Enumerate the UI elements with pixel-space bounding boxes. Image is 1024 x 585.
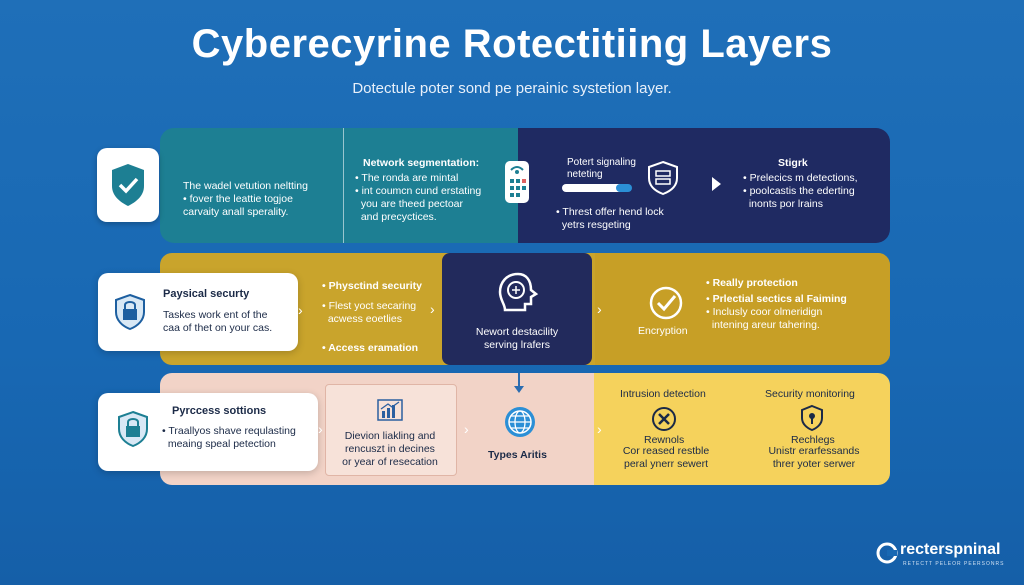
shield-icon-card (97, 148, 159, 222)
types-label: Types Aritis (488, 449, 547, 461)
page-title: Cyberecyrine Rotectitiing Layers (191, 22, 833, 66)
page-subtitle: Dotectule poter sond pe perainic systeti… (352, 80, 672, 97)
checkmark-circle-icon (649, 286, 683, 320)
arrow-down-icon (514, 373, 524, 393)
intrusion-sub: Rewnols (644, 434, 685, 446)
intrusion-text: Cor reased restble peral ynerr sewert (622, 445, 710, 470)
encryption-label: Encryption (638, 325, 688, 337)
chevron-right-icon: › (464, 421, 469, 437)
head-lock-icon (498, 272, 539, 312)
shield-keyhole-icon (801, 404, 823, 432)
threat-text: • Threst offer hend lock yetrs resgeting (556, 206, 664, 231)
access-text: • Access eramation (322, 342, 419, 354)
network-detection-text: Newort destacility serving lrafers (475, 326, 559, 351)
chevron-right-icon: › (430, 301, 435, 317)
segmentation-text: • The ronda are mintal • int coumcn cund… (355, 172, 482, 223)
protection-text: • Prlectial sectics al Faiming • Inclusl… (706, 293, 847, 331)
physical-security-title-2: • Physctind security (322, 280, 422, 292)
process-solutions-text: • Traallyos shave requlasting meaing spe… (162, 425, 296, 450)
shield-check-icon (112, 164, 144, 206)
detection-logging-text: Dievion liakling and rencuszt in decines… (342, 430, 438, 468)
chevron-right-icon: › (298, 302, 303, 318)
divider (343, 128, 344, 243)
protection-title: • Really protection (706, 277, 798, 289)
signaling-text: Potert signaling neteting (567, 157, 636, 180)
arrow-right-icon (712, 177, 721, 191)
protection-panel (595, 253, 890, 365)
brand-tagline: RETECTT PELEOR PEERSONRS (903, 561, 1005, 567)
monitor-text: Unistr erarfessands threr yoter serwer (768, 445, 860, 470)
segmentation-title: Network segmentation: (363, 157, 480, 169)
brand-name: recterspninal (900, 541, 1001, 558)
physical-security-text-2: • Flest yoct secaring acwess eoetlies (322, 300, 417, 325)
progress-bar (562, 184, 632, 192)
globe-icon (505, 407, 535, 437)
physical-security-text: Taskes work ent of the caa of thet on yo… (163, 309, 273, 334)
chevron-right-icon: › (597, 301, 602, 317)
lock-shield-icon (115, 293, 145, 331)
chevron-right-icon: › (597, 421, 602, 437)
bar-chart-icon (377, 399, 403, 421)
network-text: The wadel vetution neltting • fover the … (183, 180, 308, 218)
remote-control-icon (505, 161, 529, 203)
process-solutions-title: Pyrccess sottions (172, 405, 267, 417)
blocked-x-icon (652, 407, 676, 431)
server-shield-icon (648, 160, 678, 196)
network-layer-panel (160, 128, 520, 243)
stigrk-title: Stigrk (778, 157, 808, 169)
brand-logo-icon (876, 542, 898, 564)
intrusion-title: Intrusion detection (620, 388, 706, 400)
monitor-sub: Rechlegs (791, 434, 835, 446)
detection-layer-panel (594, 373, 890, 485)
chevron-right-icon: › (318, 421, 323, 437)
stigrk-text: • Prelecics m detections, • poolcastis t… (743, 172, 858, 210)
monitor-title: Security monitoring (765, 388, 855, 400)
lock-shield-icon (118, 410, 148, 448)
physical-security-title: Paysical securty (163, 288, 250, 300)
